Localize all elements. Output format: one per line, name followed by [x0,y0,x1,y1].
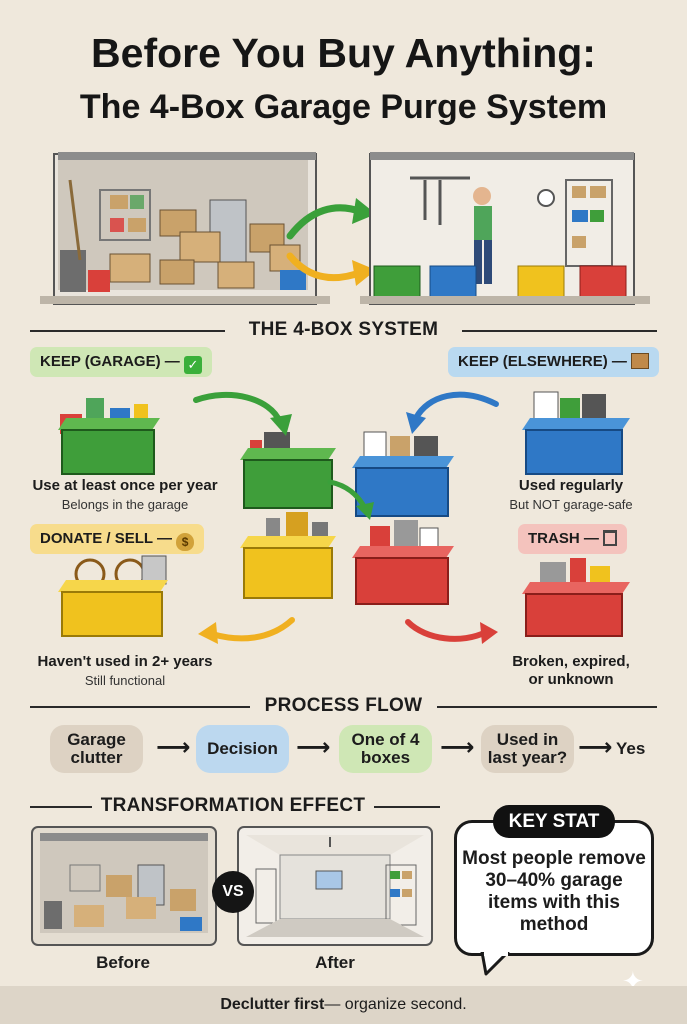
after-garage-image [237,826,433,946]
trash-caption: Broken, expired, [512,653,630,670]
pill-trash: TRASH — [518,524,628,554]
flow-final-yes: Yes [616,739,646,758]
key-stat-card [454,820,654,956]
center-yellow-box [240,512,336,599]
section-title-4-box: THE 4-BOX SYSTEM [248,319,439,340]
footer-bold-text: Declutter first [220,996,325,1013]
keep-garage-box [58,398,160,475]
trash-box [522,558,630,637]
center-green-box [240,432,336,509]
center-red-box [352,520,454,605]
pill-trash-label: TRASH — [528,530,599,547]
flow-arrow-icon: ⟶ [156,734,191,761]
flow-step-garage-clutter: Garage clutter [50,725,143,773]
keep-elsewhere-subcaption: But NOT garage-safe [509,497,633,512]
keep-elsewhere-caption: Used regularly [518,477,624,494]
flow-arrow-icon: ⟶ [296,734,331,761]
footer-text: — organize second. [324,996,467,1013]
page-title: Before You Buy Anything: [91,30,596,76]
garage-before-after-illustration [40,152,650,305]
donate-sell-caption: Haven't used in 2+ years [37,653,213,670]
section-title-process-flow: PROCESS FLOW [264,695,423,716]
donate-sell-subcaption: Still functional [84,673,166,688]
page-subtitle: The 4-Box Garage Purge System [79,88,608,126]
cluttered-garage-illustration [40,152,330,305]
flow-arrow-icon: ⟶ [440,734,475,761]
after-label: After [315,953,355,972]
section-title-transformation: TRANSFORMATION EFFECT [100,795,366,816]
check-icon: ✓ [183,356,202,374]
center-blue-box [352,431,454,517]
transformation-illustration [31,826,433,946]
before-label: Before [96,953,150,972]
pill-keep-elsewhere: KEEP (ELSEWHERE) — [448,347,660,377]
flow-step-one-of-4-boxes: One of 4 boxes [339,725,432,773]
flow-step-decision: Decision [196,725,289,773]
organized-garage-illustration [360,152,650,305]
money-bag-icon: $ [176,533,195,551]
flow-step-used-in-last-year: Used in last year? [481,725,574,773]
key-stat-badge: KEY STAT [493,805,615,838]
keep-garage-subcaption: Belongs in the garage [61,497,189,512]
trash-icon [603,530,618,546]
pill-keep-elsewhere-label: KEEP (ELSEWHERE) — [458,353,627,370]
four-box-illustration [58,391,630,644]
trash-caption-line2: or unknown [528,671,614,688]
pill-keep-garage: KEEP (GARAGE) — ✓ [30,347,212,377]
footer-bar: Declutter first — organize second. [0,986,687,1024]
donate-sell-box [58,555,168,637]
keep-elsewhere-box [522,391,630,475]
package-icon [631,353,650,369]
pill-keep-garage-label: KEEP (GARAGE) — [40,353,180,370]
before-garage-image [31,826,217,946]
keep-garage-caption: Use at least once per year [32,477,218,494]
pill-donate-sell: DONATE / SELL — $ [30,524,205,554]
key-stat-text: Most people remove 30–40% garage items w… [462,848,646,935]
flow-arrow-icon: ⟶ [578,734,613,761]
speech-tail-icon [480,952,510,976]
pill-donate-sell-label: DONATE / SELL — [40,530,172,547]
vs-badge: VS [212,871,254,913]
